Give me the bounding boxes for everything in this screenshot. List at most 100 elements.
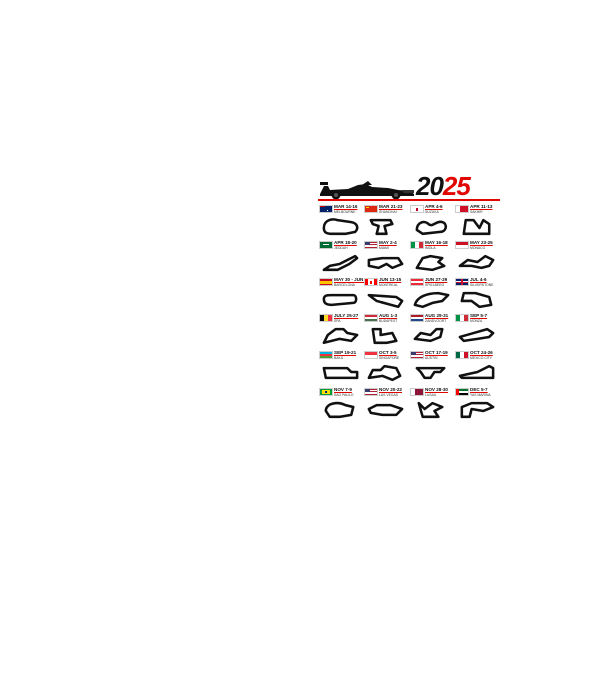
uk-flag [455, 278, 469, 286]
race-car-icon [320, 181, 414, 200]
race-location: LAS VEGAS [379, 392, 399, 397]
circuit-outline-icon [417, 401, 444, 419]
netherlands-flag [410, 314, 424, 322]
race-location: ZANDVOORT [425, 318, 447, 323]
austria-flag [410, 278, 424, 286]
race-date: MAY 2-4 [379, 240, 397, 245]
circuit-outline-icon [322, 327, 359, 345]
circuit-outline-icon [322, 366, 359, 380]
circuit-outline-icon [369, 218, 394, 236]
circuit-outline-icon [322, 293, 358, 307]
circuit-outline-icon [367, 256, 404, 270]
race-location: SHANGHAI [379, 209, 397, 214]
race-date: SEP 5-7 [470, 313, 488, 318]
race-location: MONZA [470, 318, 483, 323]
race-location: MIAMI [379, 245, 389, 250]
race-location: SPA [334, 318, 341, 323]
race-date: APR 11-13 [470, 204, 493, 209]
circuit-outline-icon [458, 254, 495, 270]
race-date: AUG 29-31 [425, 313, 449, 318]
year-part-2: 25 [442, 171, 471, 201]
uae-flag [455, 388, 469, 396]
race-date: NOV 20-22 [379, 387, 402, 392]
race-location: YAS MARINA [470, 392, 491, 397]
belgium-flag [319, 314, 333, 322]
circuit-outline-icon [322, 254, 359, 272]
race-location: MONACO [470, 245, 486, 250]
brazil-flag [319, 388, 333, 396]
race-location: MONTREAL [379, 282, 398, 287]
canada-flag [364, 278, 378, 286]
race-location: SAKHIR [470, 209, 483, 214]
circuit-outline-icon [367, 364, 402, 382]
year-part-1: 20 [416, 171, 444, 201]
circuit-outline-icon [415, 220, 448, 236]
race-date: DEC 5-7 [470, 387, 488, 392]
race-location: SILVERSTONE [470, 282, 494, 287]
mexico-flag [455, 351, 469, 359]
race-date: MAR 21-23 [379, 204, 403, 209]
china-flag [364, 205, 378, 213]
qatar-flag [410, 388, 424, 396]
header-divider [318, 199, 500, 201]
race-location: SAO PAULO [334, 392, 354, 397]
race-location: SPIELBERG [425, 282, 445, 287]
circuit-outline-icon [462, 218, 491, 236]
bahrain-flag [455, 205, 469, 213]
race-location: LUSAIL [425, 392, 437, 397]
race-location: BAKU [334, 355, 344, 360]
usa-flag [364, 388, 378, 396]
circuit-outline-icon [413, 291, 450, 309]
circuit-outline-icon [415, 366, 446, 380]
race-location: BUDAPEST [379, 318, 398, 323]
race-date: NOV 7-9 [334, 387, 352, 392]
saudi-arabia-flag [319, 241, 333, 249]
usa-flag [364, 241, 378, 249]
circuit-outline-icon [460, 291, 493, 309]
race-date: APR 4-6 [425, 204, 443, 209]
race-date: JUN 13-15 [379, 277, 402, 282]
race-date: SEP 19-21 [334, 350, 357, 355]
race-date: MAY 16-18 [425, 240, 448, 245]
japan-flag [410, 205, 424, 213]
circuit-outline-icon [413, 327, 444, 343]
race-location: AUSTIN [425, 355, 438, 360]
race-location: IMOLA [425, 245, 436, 250]
race-location: MELBOURNE [334, 209, 356, 214]
race-date: MAR 14-16 [334, 204, 358, 209]
circuit-outline-icon [458, 327, 495, 343]
circuit-outline-icon [415, 254, 446, 272]
circuit-outline-icon [371, 327, 398, 345]
race-location: BARCELONA [334, 282, 355, 287]
season-year: 2025 [416, 171, 471, 201]
race-location: SUZUKA [425, 209, 439, 214]
circuit-outline-icon [322, 218, 359, 236]
race-location: MEXICO CITY [470, 355, 493, 360]
hungary-flag [364, 314, 378, 322]
circuit-outline-icon [458, 364, 495, 380]
italy-flag [410, 241, 424, 249]
race-date: AUG 1-3 [379, 313, 398, 318]
poster-header: 2025 [316, 172, 500, 202]
race-date: OCT 3-5 [379, 350, 397, 355]
race-date: JULY 25-27 [334, 313, 359, 318]
circuit-outline-icon [367, 403, 404, 417]
